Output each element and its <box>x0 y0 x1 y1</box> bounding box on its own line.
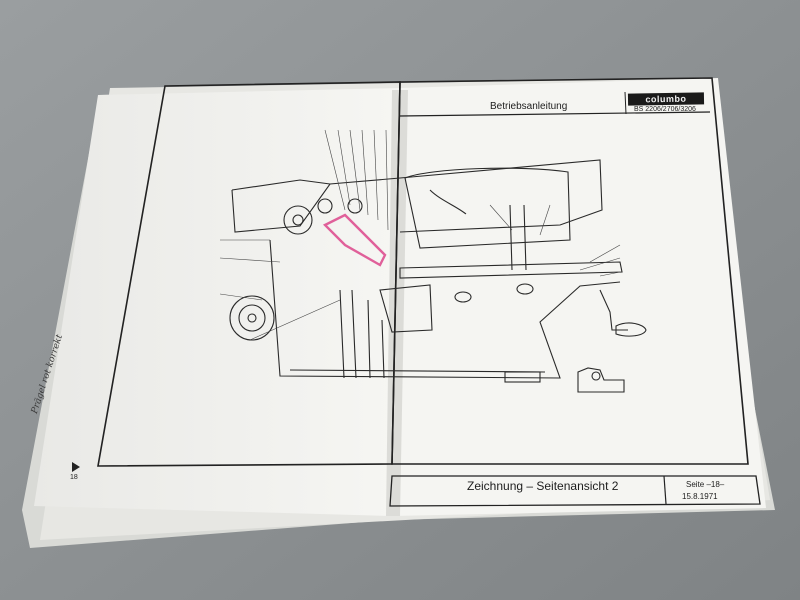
spine-shadow <box>386 90 408 516</box>
highlighted-lever <box>322 213 387 267</box>
header-divider <box>624 91 627 115</box>
title-block <box>389 475 761 507</box>
page-label: Seite –18– <box>686 480 725 489</box>
leader-lines <box>219 129 621 341</box>
drawing-caption: Zeichnung – Seitenansicht 2 <box>467 479 619 493</box>
model-numbers: BS 2206/2706/3206 <box>634 106 696 113</box>
header-rule <box>399 111 711 117</box>
machine-drawing <box>229 159 647 393</box>
left-page <box>34 88 400 516</box>
right-frame <box>391 77 749 465</box>
title-block-divider <box>663 475 667 505</box>
left-page-number: 18 <box>70 474 78 481</box>
header-title: Betriebsanleitung <box>490 101 568 112</box>
brand-logo: columbo <box>627 92 705 106</box>
right-page <box>392 78 766 516</box>
page-arrow-marker <box>72 462 80 472</box>
page-date: 15.8.1971 <box>682 492 718 501</box>
